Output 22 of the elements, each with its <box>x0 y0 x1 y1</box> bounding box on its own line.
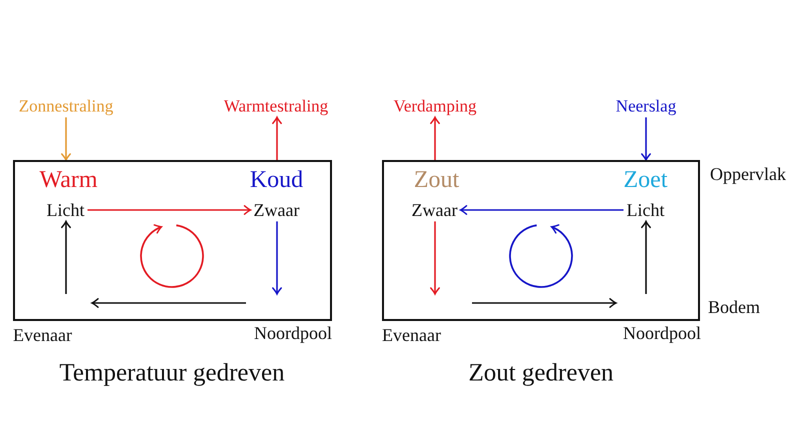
ocean-box <box>13 160 332 321</box>
flux-label: Neerslag <box>612 96 680 118</box>
flux-label: Warmtestraling <box>220 96 332 118</box>
zone-label: Warm <box>39 166 98 193</box>
density-label: Licht <box>624 200 668 222</box>
zone-label: Koud <box>250 166 304 193</box>
zone-label: Zoet <box>624 166 668 193</box>
panel-caption: Zout gedreven <box>468 359 614 387</box>
density-label: Zwaar <box>408 200 460 222</box>
density-label: Zwaar <box>250 200 302 222</box>
location-label: Evenaar <box>382 326 441 346</box>
location-label: Noordpool <box>623 324 701 344</box>
density-label: Licht <box>44 200 88 222</box>
depth-label: Oppervlak <box>710 165 786 185</box>
flux-label: Zonnestraling <box>16 96 116 118</box>
location-label: Evenaar <box>13 326 72 346</box>
ocean-box <box>382 160 700 321</box>
zone-label: Zout <box>414 166 460 193</box>
depth-label: Bodem <box>708 298 760 318</box>
flux-label: Verdamping <box>390 96 480 118</box>
location-label: Noordpool <box>254 324 332 344</box>
panel-caption: Temperatuur gedreven <box>59 359 285 387</box>
